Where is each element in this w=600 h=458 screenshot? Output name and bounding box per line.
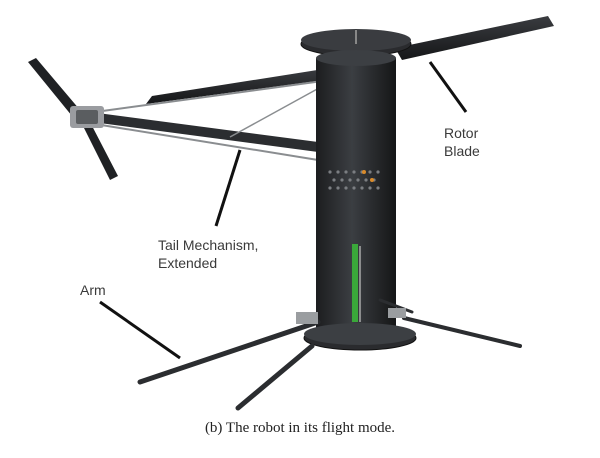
tail-mechanism [28, 58, 331, 180]
arm-right [402, 316, 522, 348]
tail-mechanism-label-line2: Extended [158, 255, 218, 271]
figure-caption: (b) The robot in its flight mode. [204, 420, 396, 436]
rotor-blade-label-line1: Rotor [444, 125, 479, 141]
arm-front [235, 343, 315, 411]
tail-mechanism-label-line1: Tail Mechanism, [158, 237, 259, 253]
rotor-blade-label-line2: Blade [444, 143, 480, 159]
tail-boom [90, 112, 318, 152]
tail-mechanism-label: Tail Mechanism, Extended [158, 236, 258, 272]
arm-front-left [137, 319, 321, 385]
robot-body [303, 50, 417, 351]
rotor-blade-right [395, 16, 554, 60]
rotor-blade-left [146, 68, 330, 104]
tail-rotor-blade-lower [82, 122, 118, 180]
green-rail [352, 244, 358, 322]
arm-leader-line [99, 300, 181, 360]
robot-flight-mode-figure [28, 16, 554, 411]
rotor-blade-label: Rotor Blade [444, 124, 480, 160]
tail-rotor-blade-upper [28, 58, 80, 116]
rotor-leader-line [428, 61, 468, 113]
arm-label: Arm [80, 282, 106, 298]
arms [137, 298, 522, 411]
arm-back [378, 298, 414, 314]
leader-lines [99, 61, 468, 360]
main-rotor [146, 16, 554, 104]
tail-leader-line [214, 149, 242, 227]
